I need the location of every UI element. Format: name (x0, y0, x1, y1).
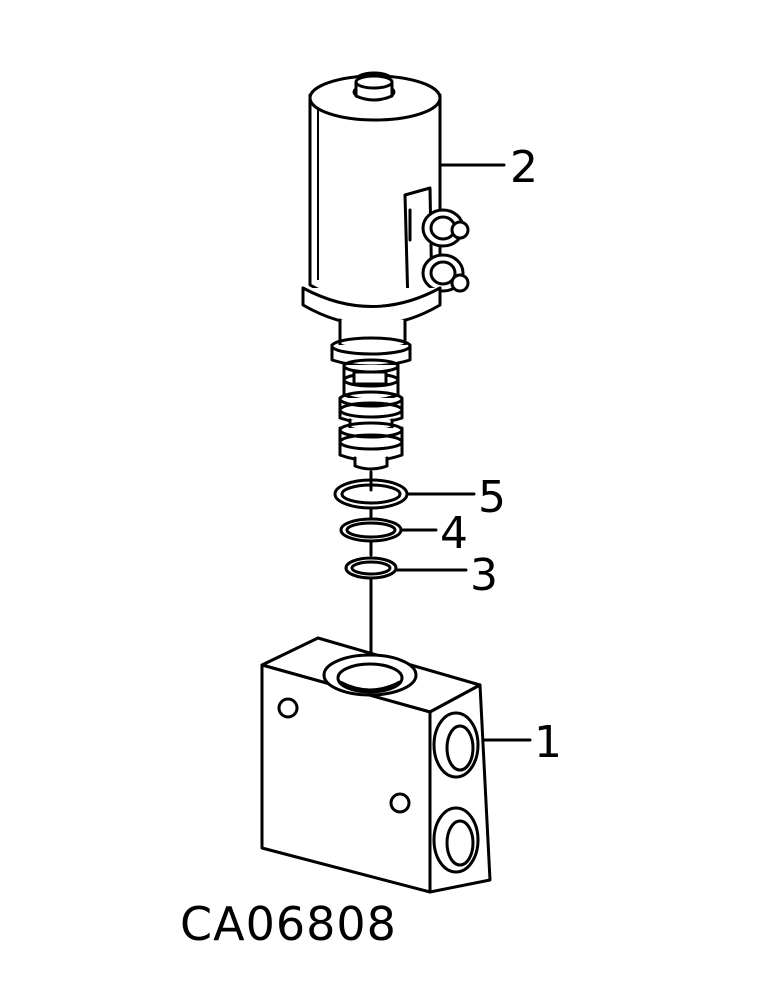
callout-4: 4 (440, 508, 468, 559)
terminal-screw-lower (421, 253, 470, 293)
seal-ring-part-4 (339, 517, 403, 543)
solenoid-valve-part-2 (301, 71, 470, 492)
callout-5: 5 (478, 472, 506, 523)
drawing-code: CA06808 (180, 897, 397, 951)
seal-ring-part-5 (333, 478, 409, 510)
valve-body-block-part-1 (260, 636, 492, 894)
terminal-screw-upper (421, 208, 470, 248)
seal-ring-part-3 (344, 556, 398, 580)
callout-1: 1 (534, 717, 562, 768)
callout-2: 2 (510, 142, 538, 193)
callout-3: 3 (470, 550, 498, 601)
